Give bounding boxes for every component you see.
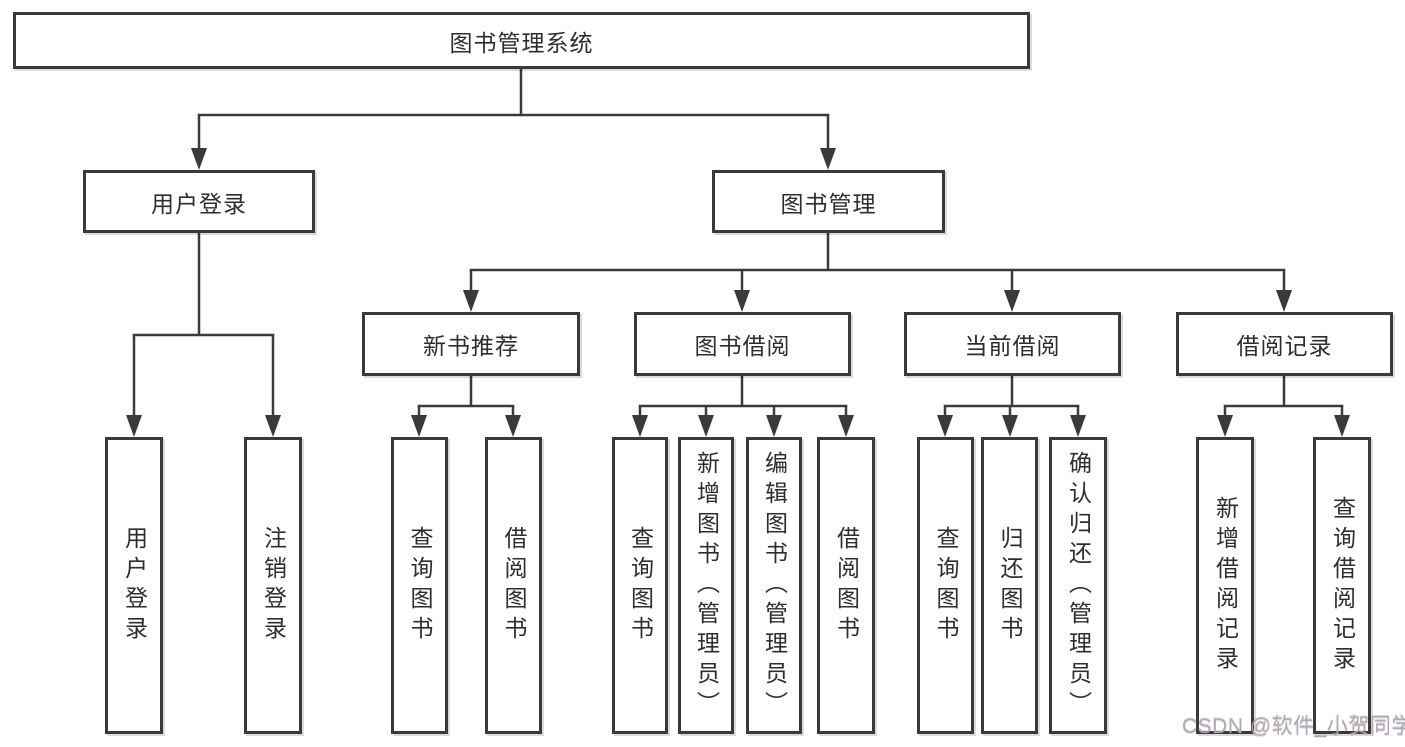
leaf-bb-query-books: 查询图书 [612,437,668,734]
leaf-bb-borrow-books: 借阅图书 [817,437,875,734]
leaf-nb-query-books-label: 查询图书 [407,525,433,646]
node-user-login-label: 用户登录 [151,190,247,217]
leaf-cb-confirm-return: 确认归还（管理员） [1049,437,1107,734]
edges-borrow-records-to-leaves [1217,375,1350,437]
edges-book-management-to-level3 [463,232,1292,312]
leaf-logout: 注销登录 [244,437,302,734]
node-book-borrow: 图书借阅 [634,312,851,376]
node-new-book-recommend-label: 新书推荐 [423,333,519,359]
node-current-borrow-label: 当前借阅 [964,333,1061,359]
leaf-bb-add-books: 新增图书（管理员） [678,437,734,734]
node-new-book-recommend: 新书推荐 [362,312,580,376]
leaf-bb-edit-books-label: 编辑图书（管理员） [761,450,788,721]
node-borrow-records: 借阅记录 [1176,312,1393,376]
leaf-bb-query-books-label: 查询图书 [627,525,654,646]
leaf-br-query-record: 查询借阅记录 [1313,437,1371,734]
edges-user-login-to-leaves [126,232,281,437]
edges-root-to-level2 [191,67,836,170]
leaf-user-login: 用户登录 [105,437,163,734]
leaf-user-login-label: 用户登录 [121,525,148,646]
node-root: 图书管理系统 [13,12,1030,69]
leaf-nb-borrow-books-label: 借阅图书 [501,525,527,646]
node-root-label: 图书管理系统 [449,29,594,56]
leaf-logout-label: 注销登录 [260,525,287,646]
leaf-cb-query-books-label: 查询图书 [933,525,959,646]
node-book-borrow-label: 图书借阅 [694,333,791,359]
leaf-cb-return-books: 归还图书 [981,437,1038,734]
leaf-nb-query-books: 查询图书 [391,437,448,734]
leaf-bb-add-books-label: 新增图书（管理员） [693,450,720,721]
edges-new-book-recommend-to-leaves [411,375,521,437]
leaf-br-query-record-label: 查询借阅记录 [1329,495,1356,676]
leaf-cb-confirm-return-label: 确认归还（管理员） [1065,450,1092,721]
leaf-br-add-record: 新增借阅记录 [1196,437,1254,734]
node-current-borrow: 当前借阅 [904,312,1121,376]
leaf-bb-edit-books: 编辑图书（管理员） [746,437,802,734]
node-user-login: 用户登录 [83,170,315,233]
leaf-nb-borrow-books: 借阅图书 [485,437,542,734]
leaf-bb-borrow-books-label: 借阅图书 [833,525,860,646]
edges-current-borrow-to-leaves [937,375,1086,437]
leaf-cb-query-books: 查询图书 [917,437,974,734]
edges-book-borrow-to-leaves [632,375,854,437]
node-book-management: 图书管理 [712,170,945,233]
node-book-management-label: 图书管理 [780,190,877,217]
leaf-br-add-record-label: 新增借阅记录 [1212,495,1239,676]
node-borrow-records-label: 借阅记录 [1236,333,1333,359]
leaf-cb-return-books-label: 归还图书 [997,525,1023,646]
csdn-watermark: CSDN @软件_小贺同学 [1182,715,1405,738]
